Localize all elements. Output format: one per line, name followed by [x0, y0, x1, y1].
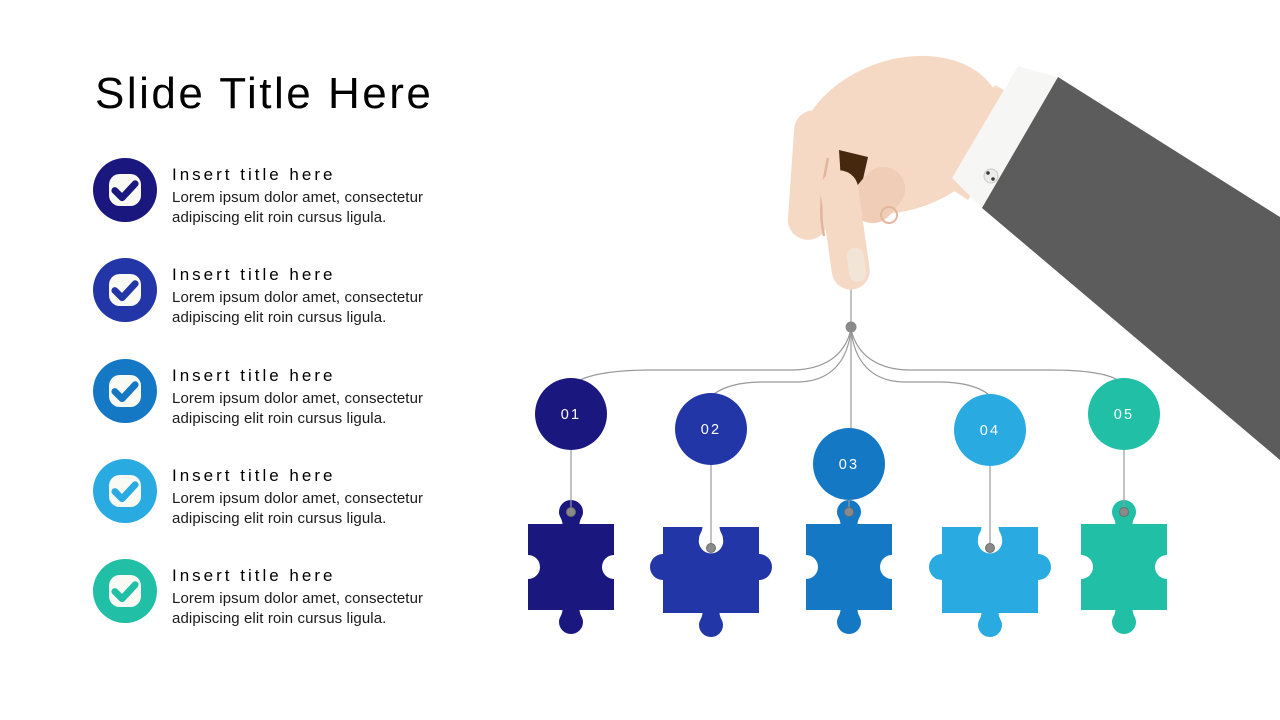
item-body: Lorem ipsum dolor amet, consectetur adip…: [172, 590, 424, 627]
node-label-05: 05: [1114, 407, 1135, 423]
list-item-4: Insert title here Lorem ipsum dolor amet…: [93, 459, 463, 529]
node-label-04: 04: [980, 423, 1001, 439]
check-icon: [93, 258, 157, 322]
string-curve-2: [713, 328, 852, 395]
item-title: Insert title here: [172, 265, 336, 284]
cufflink-dot-2: [991, 177, 995, 181]
node-circle-05: [1088, 378, 1160, 450]
item-text-block: Insert title here Lorem ipsum dolor amet…: [172, 258, 450, 328]
item-body: Lorem ipsum dolor amet, consectetur adip…: [172, 189, 424, 226]
hand-illustration: [787, 55, 1280, 460]
puzzle-piece-04: [929, 527, 1051, 637]
string-dots: [566, 321, 1129, 553]
string-dot-05: [1119, 507, 1129, 517]
check-icon: [93, 459, 157, 523]
item-title: Insert title here: [172, 466, 336, 485]
node-label-03: 03: [839, 457, 860, 473]
node-circle-03: [813, 428, 885, 500]
curled-finger: [850, 166, 906, 224]
string-curves: [575, 262, 1121, 428]
item-body: Lorem ipsum dolor amet, consectetur adip…: [172, 289, 424, 326]
puzzle-piece-03: [806, 500, 892, 634]
check-icon-mark: [111, 381, 139, 403]
puzzle-pieces: [528, 500, 1167, 637]
list-item-5: Insert title here Lorem ipsum dolor amet…: [93, 559, 463, 629]
page-title: Slide Title Here: [95, 69, 434, 119]
item-title: Insert title here: [172, 366, 336, 385]
item-title: Insert title here: [172, 165, 336, 184]
node-label-01: 01: [561, 407, 582, 423]
check-icon-mark: [111, 581, 139, 603]
fan-dot: [845, 321, 857, 333]
item-text-block: Insert title here Lorem ipsum dolor amet…: [172, 158, 450, 228]
string-dot-02: [706, 543, 716, 553]
string-dot-04: [985, 543, 995, 553]
string-curve-1: [575, 328, 852, 383]
check-icon: [93, 158, 157, 222]
thumb-crease: [820, 157, 830, 237]
check-icon-mark: [111, 481, 139, 503]
puzzle-piece-05: [1081, 500, 1167, 634]
list-item-2: Insert title here Lorem ipsum dolor amet…: [93, 258, 463, 328]
puzzle-piece-01: [528, 500, 614, 634]
knuckle-crease: [880, 206, 898, 224]
check-icon: [93, 559, 157, 623]
string-curve-4: [850, 328, 989, 395]
thumb: [787, 110, 835, 240]
puzzle-piece-02: [650, 527, 772, 637]
node-strings: [570, 450, 1125, 548]
item-body: Lorem ipsum dolor amet, consectetur adip…: [172, 390, 424, 427]
list-item-1: Insert title here Lorem ipsum dolor amet…: [93, 158, 463, 228]
list-item-3: Insert title here Lorem ipsum dolor amet…: [93, 359, 463, 429]
item-body: Lorem ipsum dolor amet, consectetur adip…: [172, 490, 424, 527]
node-label-02: 02: [701, 422, 722, 438]
node-circle-01: [535, 378, 607, 450]
numbered-nodes: 01 02 03 04 05: [535, 378, 1160, 500]
cufflink: [983, 168, 999, 184]
item-text-block: Insert title here Lorem ipsum dolor amet…: [172, 459, 450, 529]
check-icon-mark: [111, 180, 139, 202]
cufflink-dot-1: [986, 171, 990, 175]
string-dot-03: [844, 507, 854, 517]
item-title: Insert title here: [172, 566, 336, 585]
node-circle-04: [954, 394, 1026, 466]
string-curve-5: [850, 328, 1121, 383]
check-icon-mark: [111, 280, 139, 302]
item-text-block: Insert title here Lorem ipsum dolor amet…: [172, 359, 450, 429]
shirt-cuff: [952, 66, 1060, 214]
fingernail: [846, 247, 867, 282]
item-text-block: Insert title here Lorem ipsum dolor amet…: [172, 559, 450, 629]
suit-sleeve: [982, 77, 1280, 460]
check-icon: [93, 359, 157, 423]
node-circle-02: [675, 393, 747, 465]
string-dot-01: [566, 507, 576, 517]
